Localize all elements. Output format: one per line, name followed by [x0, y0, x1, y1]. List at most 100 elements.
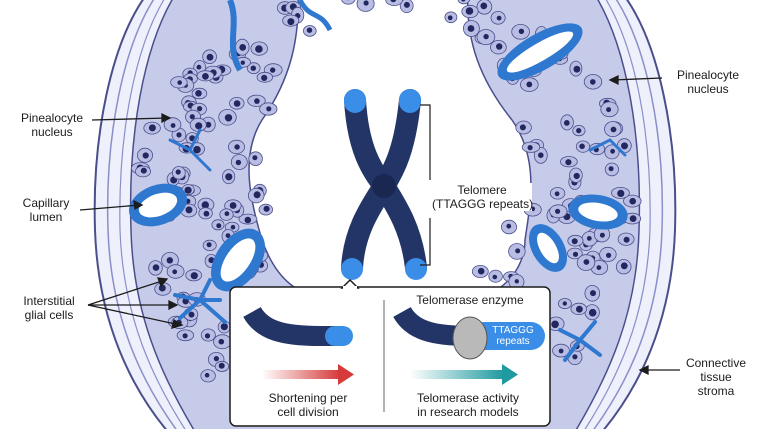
pinealocyte-nucleus	[158, 284, 166, 292]
label-pinealocyte-nucleus-right: Pinealocyte nucleus	[676, 68, 740, 96]
pinealocyte-nucleus	[483, 33, 489, 40]
pinealocyte-nucleus	[576, 305, 583, 313]
pinealocyte-nucleus	[515, 248, 521, 254]
pinealocyte-nucleus	[197, 106, 203, 112]
pinealocyte-nucleus	[177, 80, 182, 85]
pinealocyte-nucleus	[519, 124, 526, 131]
pinealocyte-nucleus	[182, 298, 189, 305]
pinealocyte-nucleus	[184, 186, 192, 194]
capillary-lower-left	[211, 228, 265, 292]
label-connective-tissue-stroma: Connective tissue stroma	[685, 356, 747, 398]
pinealocyte-nucleus	[527, 145, 533, 151]
pinealocyte-nucleus	[182, 333, 188, 339]
pinealocyte-nucleus	[220, 323, 228, 331]
pinealocyte-nucleus	[306, 27, 313, 33]
pinealocyte-nucleus	[287, 18, 295, 26]
pinealocyte-nucleus	[554, 191, 560, 197]
label-telomere: Telomere (TTAGGG repeats)	[432, 183, 534, 211]
pinealocyte-nucleus	[599, 232, 605, 238]
telomere-leader	[420, 104, 431, 266]
chromosome	[341, 89, 427, 280]
pinealocyte-nucleus	[201, 201, 209, 209]
inset-shortening-caption: Shortening per cell division	[268, 391, 348, 419]
pinealocyte-nucleus	[206, 242, 212, 248]
pinealocyte-nucleus	[621, 142, 628, 150]
pinealocyte-nucleus	[175, 169, 181, 175]
capillary-lower-right	[529, 224, 567, 272]
pinealocyte-nucleus	[166, 257, 173, 264]
pinealocyte-nucleus	[239, 44, 247, 51]
pinealocyte-nucleus	[261, 74, 268, 81]
pinealocyte-nucleus	[176, 132, 182, 138]
pinealocyte-nucleus	[588, 308, 597, 317]
interstitial-glial-processes	[168, 128, 627, 362]
shortening-arrow	[262, 364, 354, 385]
pinealocyte-nucleus	[572, 354, 578, 360]
pinealocyte-nucleus	[140, 167, 147, 174]
pinealocyte-nucleus	[216, 223, 222, 229]
capillary-left	[128, 183, 188, 227]
pinealocyte-nucleus	[538, 152, 544, 158]
pinealocyte-nucleus	[579, 143, 585, 150]
pinealocyte-nucleus	[218, 338, 225, 345]
telomere-cap-bottom-left	[341, 258, 363, 280]
pinealocyte-nucleus	[195, 122, 203, 130]
pinealocyte-nucleus	[235, 159, 242, 166]
label-capillary-lumen: Capillary lumen	[22, 196, 70, 224]
pinealocyte-nucleus	[571, 238, 578, 245]
pinealocyte-nucleus	[583, 259, 590, 265]
pinealocyte-nucleus	[563, 120, 570, 126]
pinealocyte-nucleus	[142, 152, 149, 159]
pinealocyte-nucleus	[206, 53, 214, 61]
pinealocyte-nucleus	[185, 206, 193, 214]
pinealocyte-nucleus	[403, 1, 410, 8]
label-pinealocyte-nucleus-left: Pinealocyte nucleus	[20, 111, 84, 139]
pinealocyte-nucleus	[623, 236, 630, 243]
telomerase-arrow	[410, 364, 518, 385]
pinealocyte-nucleus	[492, 274, 498, 280]
pinealocyte-nucleus	[152, 264, 160, 271]
pinealocyte-nucleus	[205, 121, 212, 128]
pinealocyte-cell	[341, 0, 356, 5]
telomerase-enzyme-icon	[452, 316, 488, 360]
pinealocyte-nucleus	[606, 107, 612, 113]
pinealocyte-nucleus	[573, 65, 581, 73]
pinealocyte-nucleus	[467, 25, 475, 32]
inset-telomerase-caption: Telomerase activity in research models	[416, 391, 520, 419]
pinealocyte-nucleus	[555, 208, 561, 214]
pinealocyte-nucleus	[202, 73, 209, 80]
pinealocyte-nucleus	[573, 172, 580, 180]
pinealocyte-nucleus	[218, 362, 225, 369]
pinealocyte-nucleus	[363, 0, 369, 6]
pinealocyte-nucleus	[244, 216, 252, 224]
ttaggg-repeat-tag: TTAGGG repeats	[492, 325, 534, 347]
pinealocyte-nucleus	[233, 100, 241, 107]
pinealocyte-nucleus	[596, 265, 602, 270]
pinealocyte-nucleus	[224, 114, 233, 122]
pinealocyte-nucleus	[255, 45, 263, 53]
pinealocyte-nucleus	[229, 202, 237, 209]
pinealocyte-nucleus	[551, 320, 559, 329]
pinealocyte-nucleus	[610, 148, 615, 154]
telomere-cap-top-left	[344, 89, 366, 113]
pinealocyte-nucleus	[590, 79, 596, 85]
pinealocyte-nucleus	[204, 372, 210, 378]
pinealocyte-nucleus	[606, 252, 612, 258]
pinealocyte-nucleus	[514, 279, 519, 284]
pinealocyte-nucleus	[225, 233, 231, 239]
pinealocyte-nucleus	[496, 43, 503, 50]
pinealocyte-nucleus	[263, 205, 270, 212]
pinealocyte-nucleus	[190, 272, 198, 280]
pinealocyte-nucleus	[562, 301, 567, 306]
pinealocyte-nucleus	[253, 191, 261, 199]
pinealocyte-nucleus	[461, 0, 466, 2]
pinealocyte-nucleus	[240, 60, 245, 65]
telomere-cap-bottom-right	[405, 258, 427, 280]
capillary-right	[568, 194, 628, 230]
pinealocyte-cell	[457, 0, 471, 5]
pinealocyte-nucleus	[496, 15, 502, 21]
pinealocyte-nucleus	[576, 128, 582, 134]
inset-telomerase-title: Telomerase enzyme	[416, 293, 524, 307]
pinealocyte-nucleus	[193, 145, 201, 154]
